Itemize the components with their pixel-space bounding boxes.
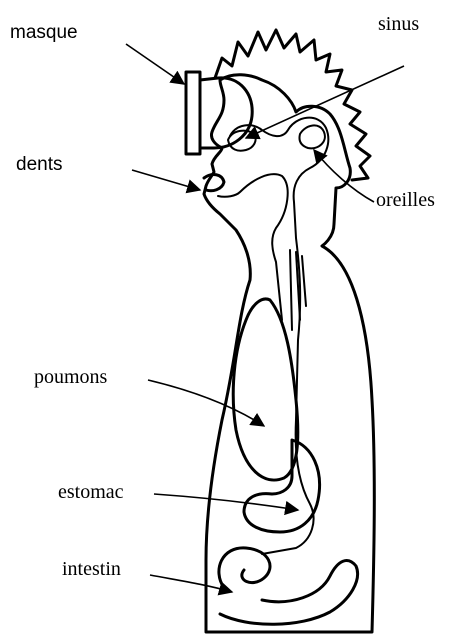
arrow-poumons — [148, 380, 264, 426]
mask-glass — [186, 72, 200, 154]
label-estomac: estomac — [58, 481, 124, 503]
label-masque: masque — [10, 22, 78, 43]
label-sinus: sinus — [378, 13, 419, 35]
airway-inner — [230, 118, 328, 554]
arrow-dents — [132, 170, 200, 190]
sinus-cavity — [228, 131, 256, 151]
lung — [233, 299, 298, 480]
mask-body — [200, 78, 252, 148]
ear-cavity — [299, 125, 324, 148]
arrow-masque — [126, 44, 184, 84]
arrow-estomac — [154, 494, 298, 510]
label-poumons: poumons — [34, 366, 108, 388]
label-oreilles: oreilles — [376, 189, 435, 211]
throat — [218, 174, 288, 320]
stomach — [244, 440, 320, 532]
label-intestin: intestin — [62, 558, 121, 580]
label-dents: dents — [16, 154, 62, 175]
intestine — [219, 548, 358, 624]
